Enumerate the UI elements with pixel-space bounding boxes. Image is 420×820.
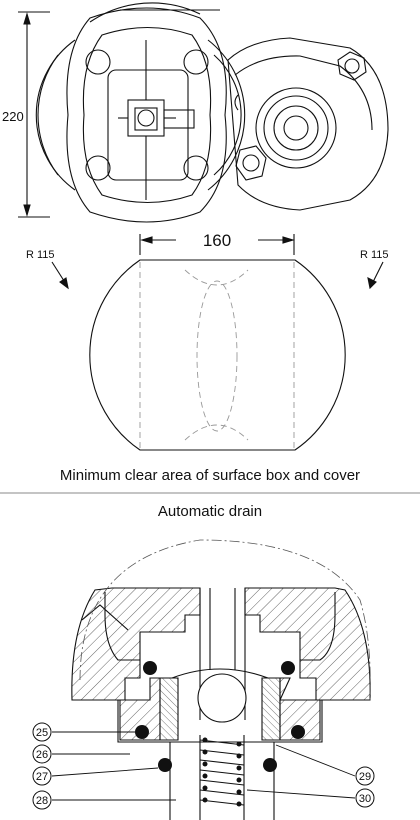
radius-label-right: R 115 [360,249,389,261]
callout-28: 28 [36,795,48,807]
callout-circle-28 [32,790,52,810]
callout-25: 25 [36,727,48,739]
callout-27: 27 [36,771,48,783]
callout-circle-30 [355,788,375,808]
callout-26: 26 [36,749,48,761]
height-dimension: 220 [2,109,24,124]
callout-circle-29 [355,766,375,786]
drain-title: Automatic drain [157,503,263,520]
clear-area-view [51,234,384,451]
callout-30: 30 [359,793,371,805]
clear-area-caption: Minimum clear area of surface box and co… [59,467,361,484]
callout-circle-26 [32,744,52,764]
drain-section [32,539,375,820]
top-view [18,2,389,223]
radius-label-left: R 115 [26,249,55,261]
callout-circle-25 [32,722,52,742]
callout-29: 29 [359,771,371,783]
width-dimension: 160 [203,231,231,250]
clear-area-hidden-lines [139,262,295,448]
callout-circle-27 [32,766,52,786]
